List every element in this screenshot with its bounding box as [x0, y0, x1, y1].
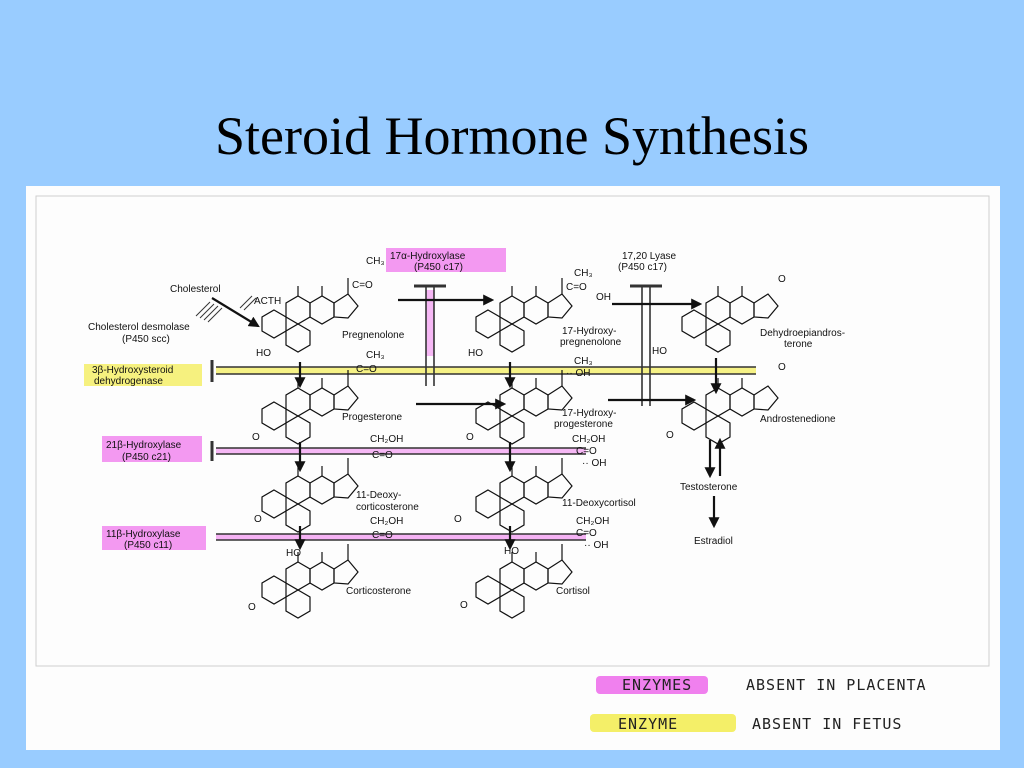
acth-hatch	[195, 295, 257, 323]
hydroxylase17-highlight	[386, 248, 506, 272]
corticosterone-label: Corticosterone	[346, 586, 411, 597]
oh-atom: ·· OH	[582, 458, 606, 469]
ketone-atom: C=O	[372, 530, 393, 541]
hydroxylase21-label-1: 21β-Hydroxylase	[106, 440, 182, 451]
o-atom: O	[252, 432, 260, 443]
deoxycorticosterone-label-2: corticosterone	[356, 502, 419, 513]
hydroxylase11-band	[216, 534, 586, 540]
deoxycortisol-label: 11-Deoxycortisol	[562, 498, 636, 509]
o-atom: O	[248, 602, 256, 613]
ch3-atom: CH₃	[366, 350, 385, 361]
legend-yellow-text: ABSENT IN FETUS	[752, 715, 902, 733]
ch2oh-atom: CH₂OH	[576, 516, 609, 527]
hydroxylase21-label-2: (P450 c21)	[122, 452, 171, 463]
ho-atom: HO	[652, 346, 667, 357]
progesterone-label: Progesterone	[342, 412, 402, 423]
hydroxylase17-label-1: 17α-Hydroxylase	[390, 251, 466, 262]
ch3-atom: CH₃	[574, 356, 593, 367]
pregnenolone-structure	[261, 278, 359, 353]
hydroxyprogesterone-structure	[475, 370, 573, 445]
cortisol-label: Cortisol	[556, 586, 590, 597]
deoxycorticosterone-structure	[261, 458, 359, 533]
hydroxylase21-highlight	[102, 436, 202, 462]
ch3-atom: CH₃	[366, 256, 385, 267]
legend-yellow-label: ENZYME	[618, 715, 678, 733]
deoxycorticosterone-label-1: 11-Deoxy-	[356, 490, 401, 501]
testosterone-label: Testosterone	[680, 482, 738, 493]
hydroxypregnenolone-label-2: pregnenolone	[560, 337, 622, 348]
ch2oh-atom: CH₂OH	[572, 434, 605, 445]
hydroxylase17-label-2: (P450 c17)	[414, 262, 463, 273]
ketone-atom: C=O	[566, 282, 587, 293]
hydroxyprogesterone-label-1: 17-Hydroxy-	[562, 408, 616, 419]
hydroxylase21-band	[216, 448, 586, 454]
ch2oh-atom: CH₂OH	[370, 516, 403, 527]
hydroxyprogesterone-label-2: progesterone	[554, 419, 613, 430]
desmolase-label-1: Cholesterol desmolase	[88, 322, 190, 333]
hydroxylase11-label-1: 11β-Hydroxylase	[106, 529, 181, 540]
hsd-label-1: 3β-Hydroxysteroid	[92, 365, 173, 376]
cortisol-structure	[475, 544, 573, 619]
legend-pink-swatch	[596, 676, 708, 694]
legend-yellow-swatch	[590, 714, 736, 732]
hsd-block-band	[216, 367, 756, 374]
dhea-label-1: Dehydroepiandros-	[760, 328, 845, 339]
androstenedione-label: Androstenedione	[760, 414, 836, 425]
ketone-o-atom: O	[778, 274, 786, 285]
pregnenolone-label: Pregnenolone	[342, 330, 405, 341]
ch2oh-atom: CH₂OH	[370, 434, 403, 445]
hydroxypregnenolone-structure	[475, 278, 573, 353]
deoxycortisol-structure	[475, 458, 573, 533]
ketone-atom: C=O	[576, 446, 597, 457]
dhea-structure	[681, 285, 779, 353]
o-atom: O	[460, 600, 468, 611]
lyase-label-2: (P450 c17)	[618, 262, 667, 273]
ch3-atom: CH₃	[574, 268, 593, 279]
paper-border	[35, 195, 990, 667]
desmolase-label-2: (P450 scc)	[122, 334, 170, 345]
androstenedione-structure	[681, 377, 779, 445]
o-atom: O	[254, 514, 262, 525]
ketone-atom: C=O	[352, 280, 373, 291]
oh-atom: ·· OH	[584, 540, 608, 551]
hydroxylase11-label-2: (P450 c11)	[124, 540, 172, 551]
cholesterol-arrow	[211, 297, 260, 328]
hydroxylase17-band	[426, 290, 434, 356]
o-atom: O	[666, 430, 674, 441]
ketone-atom: C=O	[576, 528, 597, 539]
ho-atom: HO	[286, 548, 301, 559]
corticosterone-structure	[261, 544, 359, 619]
hsd-label-2: dehydrogenase	[94, 376, 163, 387]
cholesterol-label: Cholesterol	[170, 284, 221, 295]
ketone-atom: C=O	[356, 364, 377, 375]
progesterone-structure	[261, 370, 359, 445]
ketone-o-atom: O	[778, 362, 786, 373]
ho-atom: HO	[256, 348, 271, 359]
legend-pink-label: ENZYMES	[622, 676, 692, 694]
hydroxypregnenolone-label-1: 17-Hydroxy-	[562, 326, 616, 337]
slide-title: Steroid Hormone Synthesis	[215, 106, 809, 166]
acth-label: ACTH	[254, 296, 281, 307]
ho-atom: HO	[468, 348, 483, 359]
ho-atom: HO	[504, 546, 519, 557]
dhea-label-2: terone	[784, 339, 813, 350]
oh-atom: OH	[596, 292, 611, 303]
ketone-atom: C=O	[372, 450, 393, 461]
hsd-highlight	[84, 364, 202, 386]
pathway-diagram: Cholesterol ACTH Cholesterol desmolase (…	[35, 195, 990, 733]
estradiol-label: Estradiol	[694, 536, 733, 547]
pathway-scan: Cholesterol ACTH Cholesterol desmolase (…	[26, 186, 1000, 750]
oh-atom: ·· OH	[566, 368, 590, 379]
o-atom: O	[466, 432, 474, 443]
hydroxylase11-highlight	[102, 526, 206, 550]
lyase-label-1: 17,20 Lyase	[622, 251, 677, 262]
legend-pink-text: ABSENT IN PLACENTA	[746, 676, 927, 694]
o-atom: O	[454, 514, 462, 525]
